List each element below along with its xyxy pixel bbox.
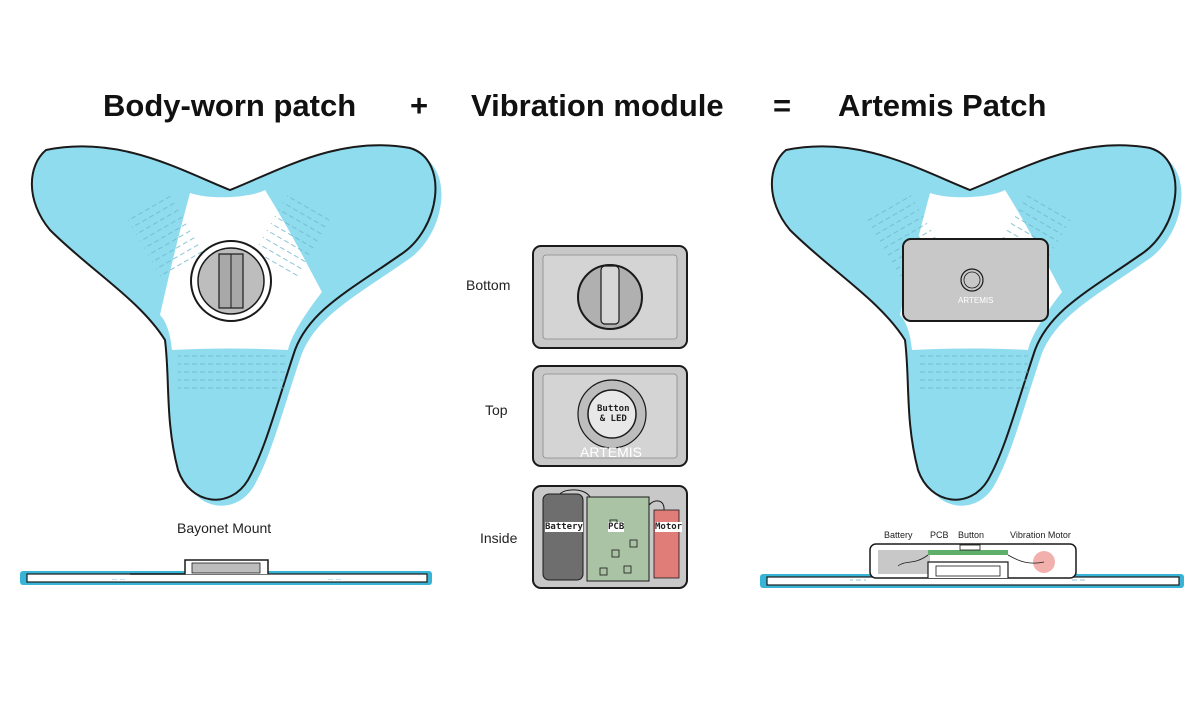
inside-motor-label: Motor <box>655 522 683 532</box>
bottom-view-label: Bottom <box>466 277 511 293</box>
module-inside-view <box>532 485 688 589</box>
bayonet-mount-label: Bayonet Mount <box>177 520 272 536</box>
artemis-cross-section <box>760 543 1184 588</box>
right-module-brand: ARTEMIS <box>958 296 994 305</box>
cross-button-label: Button <box>958 530 985 540</box>
inside-pcb-label: PCB <box>608 522 625 532</box>
button-led-line1: Button <box>597 404 630 414</box>
artemis-patch-illustration <box>770 144 1182 506</box>
cross-battery-label: Battery <box>884 530 913 540</box>
inside-battery-label: Battery <box>545 522 583 532</box>
cross-vibration-motor-label: Vibration Motor <box>1010 530 1071 540</box>
heading-artemis-patch: Artemis Patch <box>838 88 1047 123</box>
module-bottom-view <box>532 245 688 349</box>
heading-vibration-module: Vibration module <box>471 88 724 123</box>
button-led-line2: & LED <box>599 414 627 424</box>
bayonet-mount-cross-section <box>20 559 432 585</box>
top-view-label: Top <box>485 402 508 418</box>
cross-pcb-label: PCB <box>930 530 949 540</box>
top-brand-label: ARTEMIS <box>580 444 642 460</box>
body-worn-patch-illustration <box>30 144 442 506</box>
inside-view-label: Inside <box>480 530 518 546</box>
module-top-view <box>532 365 688 467</box>
heading-body-worn-patch: Body-worn patch <box>103 88 357 123</box>
plus-operator: + <box>410 88 429 123</box>
equals-operator: = <box>773 88 792 123</box>
button-led-label: Button & LED <box>597 404 630 424</box>
